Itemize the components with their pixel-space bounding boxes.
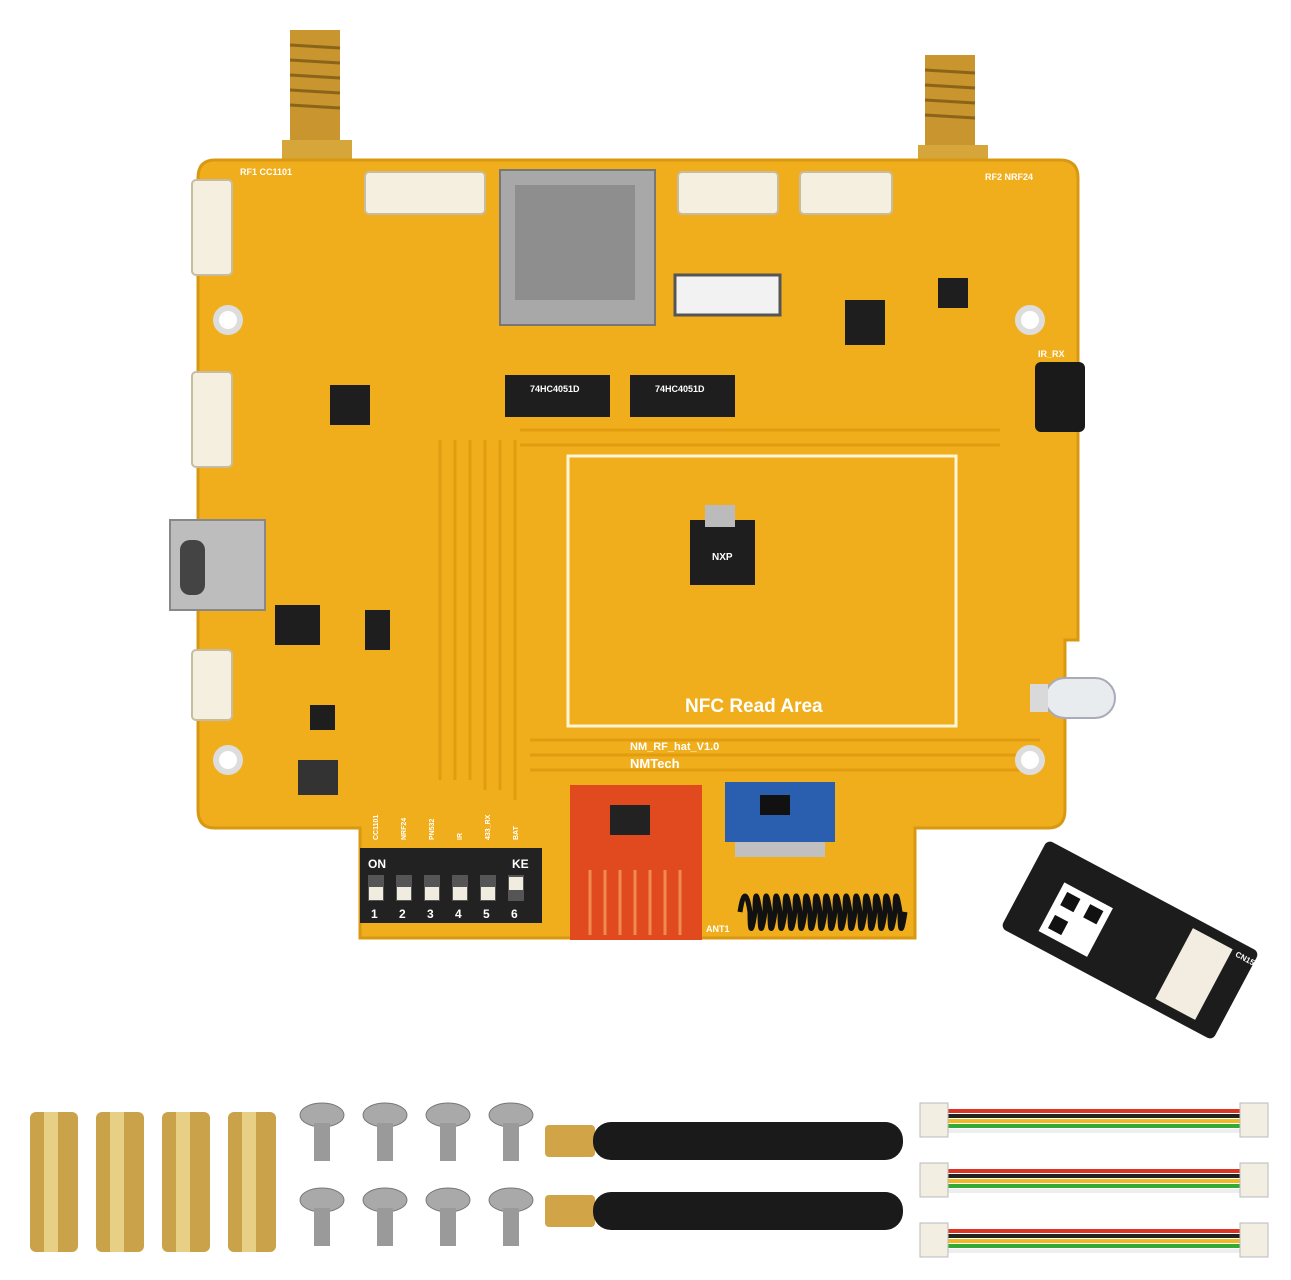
small-ics: [275, 278, 968, 730]
chip-label: 74HC4051D: [530, 384, 580, 394]
brand-label: NMTech: [630, 756, 680, 771]
rf1-label: RF1 CC1101: [240, 167, 292, 177]
standoff: [228, 1112, 276, 1252]
ant-label: ANT1: [706, 924, 730, 934]
jumper-cable: [919, 1222, 1269, 1258]
nfc-adapter-module: CN15: [1002, 841, 1258, 1039]
inductor: [298, 760, 338, 795]
antenna-2: [545, 1192, 903, 1230]
coil-antenna: [737, 893, 908, 931]
blue-rf-module: [725, 782, 835, 857]
jst-connectors: [191, 171, 893, 721]
nfc-chip-label: NXP: [712, 552, 733, 563]
red-rf-module: [570, 785, 702, 940]
mux-chip-1: 74HC4051D: [505, 375, 610, 417]
dip-switch-6[interactable]: 6 BAT: [508, 825, 524, 921]
screw: [362, 1187, 408, 1246]
pcb-traces: [438, 428, 1040, 800]
screw: [299, 1187, 345, 1246]
dip-ke-label: KE: [512, 857, 529, 871]
mux-chip-2: 74HC4051D: [630, 375, 735, 417]
dip-switch-3[interactable]: 3 PN532: [424, 818, 440, 921]
sd-card-slot: [499, 169, 656, 326]
jumper-cable: [919, 1162, 1269, 1198]
dip-switch-4[interactable]: 4 IR: [452, 833, 468, 921]
nfc-read-area: NXP NFC Read Area: [566, 454, 958, 728]
dip-number: 5: [483, 907, 490, 921]
antenna-1: [545, 1122, 903, 1160]
screw: [488, 1187, 534, 1246]
ir-led: [1030, 677, 1116, 719]
ir-rx-label: IR_RX: [1038, 349, 1065, 359]
dip-switch-1[interactable]: 1 CC1101: [368, 815, 384, 921]
brass-standoffs: [30, 1112, 276, 1252]
standoff: [30, 1112, 78, 1252]
dip-channel-label: CC1101: [373, 815, 380, 840]
dip-channel-label: PN532: [429, 818, 436, 840]
dip-channel-label: NRF24: [401, 818, 408, 840]
screw: [425, 1187, 471, 1246]
dip-side-label: POWER_CTL: [348, 880, 357, 930]
dip-number: 2: [399, 907, 406, 921]
version-label: NM_RF_hat_V1.0: [630, 741, 719, 753]
dip-channel-label: 433_RX: [485, 814, 492, 840]
nfc-chip: [690, 520, 755, 585]
screw: [488, 1102, 534, 1161]
jumper-cables: [919, 1102, 1269, 1258]
dip-channel-label: IR: [457, 833, 464, 840]
mounting-holes: [213, 305, 1045, 775]
dip-channel-label: BAT: [513, 825, 520, 840]
jumper-cable: [919, 1102, 1269, 1138]
dip-number: 1: [371, 907, 378, 921]
dip-number: 3: [427, 907, 434, 921]
dip-switch-5[interactable]: 5 433_RX: [480, 814, 496, 921]
screw: [299, 1102, 345, 1161]
dip-number: 6: [511, 907, 518, 921]
chip-label: 74HC4051D: [655, 384, 705, 394]
dip-on-label: ON: [368, 857, 386, 871]
screw: [362, 1102, 408, 1161]
pcb-board: [196, 158, 1080, 940]
dip-switch-2[interactable]: 2 NRF24: [396, 818, 412, 921]
standoff: [162, 1112, 210, 1252]
fpc-connector: [673, 273, 782, 317]
ir-receiver: [1035, 362, 1085, 432]
rf2-label: RF2 NRF24: [985, 172, 1033, 182]
dip-number: 4: [455, 907, 462, 921]
dip-ref-label: U28: [336, 834, 353, 844]
screw: [425, 1102, 471, 1161]
nfc-label: NFC Read Area: [685, 696, 823, 717]
usb-c-port: [169, 519, 266, 611]
dip-switch[interactable]: ON KE 1 CC1101 2 NRF24 3 PN532 4 IR 5 433_RX 6 BAT: [360, 814, 542, 923]
standoff: [96, 1112, 144, 1252]
screws: [299, 1102, 534, 1246]
